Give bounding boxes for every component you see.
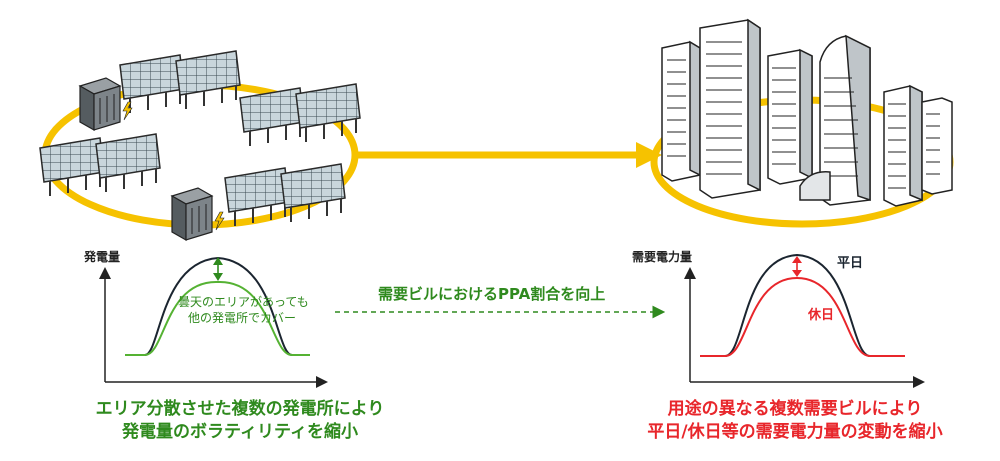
cloudy-note-line1: 曇天のエリアがあっても [178, 295, 309, 309]
solar-plant-bottom [224, 163, 346, 227]
left-caption-line1: エリア分散させた複数の発電所により [95, 399, 385, 419]
right-caption: 用途の異なる複数需要ビルにより 平日/休日等の需要電力量の変動を縮小 [600, 398, 990, 444]
left-chart-ylabel: 発電量 [84, 250, 121, 264]
right-variation-arrow-down [792, 270, 802, 277]
weekday-label: 平日 [837, 256, 864, 271]
curve-holiday [700, 276, 905, 357]
left-chart [99, 256, 328, 388]
cabinet-icon [171, 187, 225, 241]
flow-arrow-head [636, 142, 662, 168]
cloudy-note: 曇天のエリアがあっても 他の発電所でカバー [178, 294, 358, 326]
holiday-label: 休日 [808, 308, 835, 323]
right-caption-line1: 用途の異なる複数需要ビルにより [667, 399, 923, 419]
curve-weekday [700, 253, 905, 357]
curve-single-plant [125, 280, 310, 356]
right-caption-line2: 平日/休日等の需要電力量の変動を縮小 [647, 422, 943, 442]
left-caption-line2: 発電量のボラティリティを縮小 [122, 422, 358, 442]
right-variation-arrow-up [792, 256, 802, 263]
ppa-label: 需要ビルにおけるPPA割合を向上 [378, 285, 606, 303]
right-chart [684, 253, 925, 388]
left-variation-arrow-down [213, 273, 223, 281]
buildings-icon [661, 18, 953, 207]
solar-plant-top [119, 50, 241, 114]
left-caption: エリア分散させた複数の発電所により 発電量のボラティリティを縮小 [40, 398, 440, 444]
right-chart-ylabel: 需要電力量 [632, 250, 693, 264]
cloudy-note-line2: 他の発電所でカバー [188, 311, 297, 325]
left-variation-arrow-up [213, 257, 223, 265]
